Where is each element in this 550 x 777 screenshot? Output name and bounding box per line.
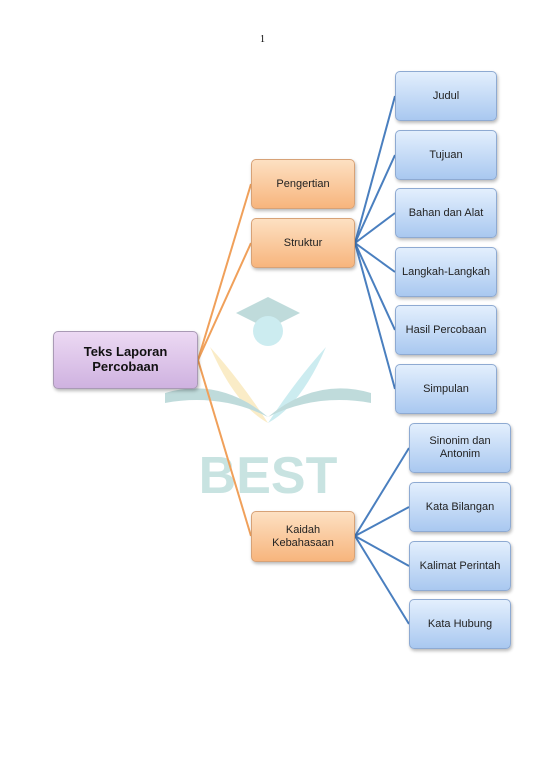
struktur-leaf-connector <box>354 212 396 244</box>
leaf-sinonim-dan-antonim: Sinonim dan Antonim <box>409 423 511 473</box>
struktur-leaf-connector <box>354 154 396 244</box>
leaf-label: Hasil Percobaan <box>405 323 487 336</box>
leaf-label: Tujuan <box>429 148 463 161</box>
leaf-label: Simpulan <box>423 382 469 395</box>
page-number: 1 <box>260 34 265 45</box>
branch-node-kaidah-kebahasaan: Kaidah Kebahasaan <box>251 511 355 562</box>
kaidah-leaf-connector <box>354 506 410 537</box>
branch-label: Pengertian <box>276 177 330 190</box>
leaf-kata-bilangan: Kata Bilangan <box>409 482 511 532</box>
leaf-label: Kalimat Perintah <box>419 559 501 572</box>
struktur-leaf-connector <box>354 242 396 273</box>
leaf-label: Langkah-Langkah <box>401 265 491 278</box>
leaf-label: Kata Hubung <box>427 617 493 630</box>
kaidah-leaf-connector <box>354 447 410 537</box>
branch-node-pengertian: Pengertian <box>251 159 355 209</box>
kaidah-leaf-connector <box>354 535 410 625</box>
leaf-label: Judul <box>432 89 460 102</box>
leaf-tujuan: Tujuan <box>395 130 497 180</box>
leaf-bahan-dan-alat: Bahan dan Alat <box>395 188 497 238</box>
best-logo-watermark: BEST <box>165 297 371 505</box>
root-branch-connector <box>197 183 252 361</box>
leaf-hasil-percobaan: Hasil Percobaan <box>395 305 497 355</box>
leaf-langkah-langkah: Langkah-Langkah <box>395 247 497 297</box>
branch-label: Kaidah Kebahasaan <box>272 523 334 549</box>
root-branch-connector <box>197 242 252 361</box>
watermark-text: BEST <box>199 447 338 505</box>
branch-label: Struktur <box>283 236 323 249</box>
struktur-leaf-connector <box>354 242 396 331</box>
struktur-leaf-connector <box>354 95 396 244</box>
leaf-simpulan: Simpulan <box>395 364 497 414</box>
leaf-label: Kata Bilangan <box>425 500 495 513</box>
root-node: Teks Laporan Percobaan <box>53 331 198 389</box>
struktur-leaf-connector <box>354 242 396 390</box>
leaf-kalimat-perintah: Kalimat Perintah <box>409 541 511 591</box>
leaf-judul: Judul <box>395 71 497 121</box>
branch-node-struktur: Struktur <box>251 218 355 268</box>
leaf-label: Bahan dan Alat <box>408 206 484 219</box>
root-branch-connector <box>197 359 252 537</box>
kaidah-leaf-connector <box>354 535 410 567</box>
leaf-kata-hubung: Kata Hubung <box>409 599 511 649</box>
leaf-label: Sinonim dan Antonim <box>429 435 491 460</box>
root-label: Teks Laporan Percobaan <box>83 344 168 374</box>
